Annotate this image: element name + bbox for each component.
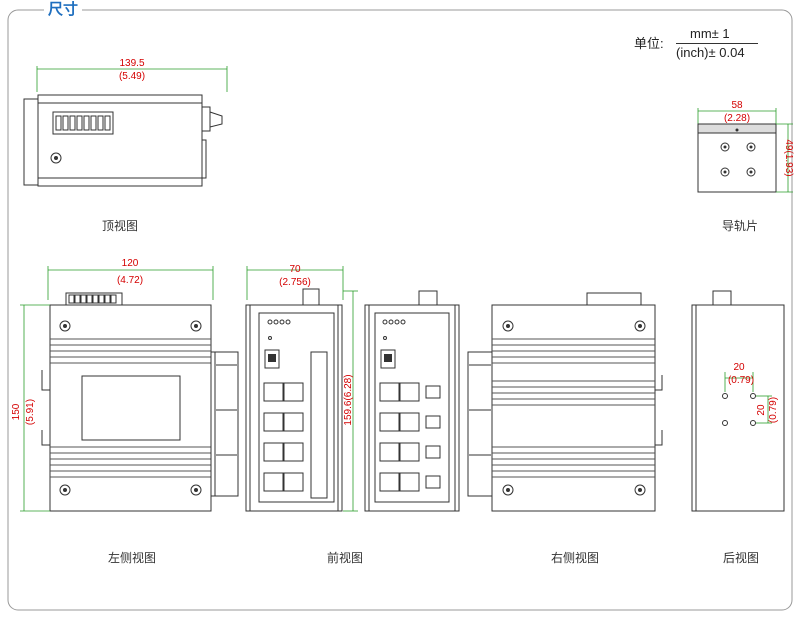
- unit-fraction-line: [676, 43, 758, 44]
- section-title: 尺寸: [44, 0, 83, 19]
- left-width-dim-inch: (4.72): [117, 275, 143, 286]
- front-view-variant: [364, 290, 460, 512]
- frame-border: [7, 9, 793, 611]
- unit-denominator: (inch)± 0.04: [676, 45, 745, 60]
- rail-width-dim-inch: (2.28): [724, 113, 750, 124]
- left-width-dim: 120: [122, 258, 139, 269]
- view-label-rail: 导轨片: [722, 219, 758, 233]
- top-view: 139.5 (5.49): [23, 58, 228, 187]
- unit-numerator: mm± 1: [690, 26, 730, 41]
- view-label-rear: 后视图: [723, 550, 759, 565]
- rail-width-dim: 58: [731, 100, 743, 111]
- top-width-dim-inch: (5.49): [119, 71, 145, 82]
- rail-height-dim: 49(1.93): [783, 139, 794, 176]
- view-label-right: 右侧视图: [551, 550, 599, 565]
- front-height-dim: 159.6(6.28): [343, 374, 354, 425]
- view-label-left: 左侧视图: [108, 550, 156, 565]
- rear-h-dim: 20: [733, 362, 745, 373]
- right-side-view: [467, 292, 663, 512]
- front-width-dim: 70: [289, 264, 301, 275]
- top-width-dim: 139.5: [119, 58, 144, 69]
- rear-view: 20 (0.79) 20 (0.79): [691, 290, 785, 512]
- view-label-top: 顶视图: [102, 218, 138, 233]
- left-side-view: 120 (4.72) 150 (5.91): [11, 258, 239, 512]
- left-height-dim-inch: (5.91): [25, 399, 36, 425]
- rail-clip-view: 58 (2.28) 49(1.93): [697, 100, 794, 193]
- left-height-dim: 150: [11, 403, 22, 420]
- unit-label: 单位:: [634, 36, 664, 51]
- rear-h-dim-inch: (0.79): [728, 375, 754, 386]
- rear-v-dim-inch: (0.79): [768, 397, 779, 423]
- front-view: 70 (2.756) 159.6(6.28): [245, 264, 358, 512]
- front-width-dim-inch: (2.756): [279, 277, 311, 288]
- rear-v-dim: 20: [756, 404, 767, 416]
- view-label-front: 前视图: [327, 550, 363, 565]
